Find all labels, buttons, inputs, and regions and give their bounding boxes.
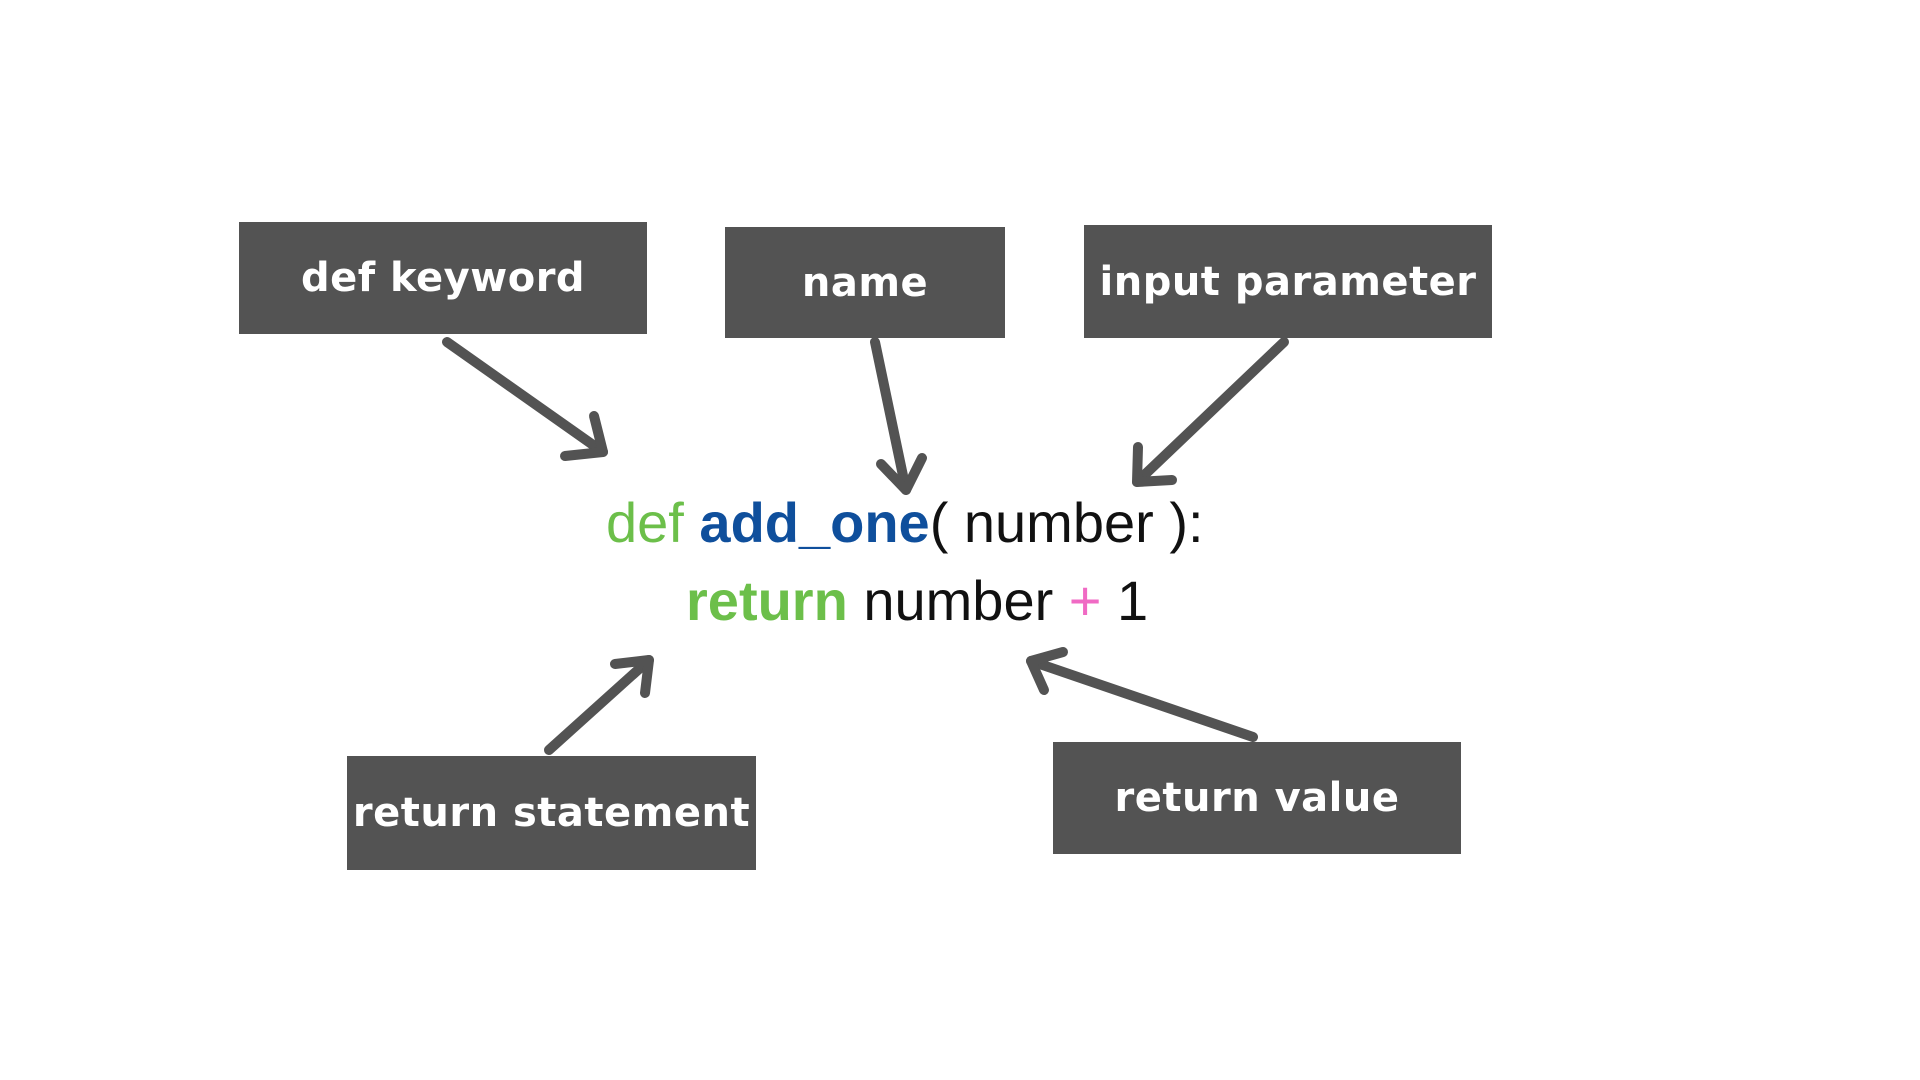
code-return-keyword: return — [686, 569, 848, 632]
code-space — [684, 491, 700, 554]
label-return-statement: return statement — [347, 756, 756, 870]
label-return-value: return value — [1053, 742, 1461, 854]
label-name: name — [725, 227, 1005, 338]
arrow-return-statement — [544, 655, 654, 755]
arrow-def-keyword — [442, 337, 608, 461]
arrow-name — [870, 337, 927, 495]
code-def-keyword: def — [606, 491, 684, 554]
code-line-return: return number + 1 — [686, 573, 1148, 629]
label-return-value-text: return value — [1114, 775, 1400, 821]
code-parameter-list: ( number ): — [929, 491, 1204, 554]
label-name-text: name — [801, 259, 929, 306]
label-def-keyword: def keyword — [239, 222, 647, 334]
label-return-statement-text: return statement — [352, 790, 751, 836]
label-input-parameter-text: input parameter — [1099, 258, 1477, 305]
code-plus-operator: + — [1068, 569, 1102, 632]
code-return-literal: 1 — [1101, 569, 1149, 632]
arrow-return-value — [1026, 647, 1258, 742]
code-function-name: add_one — [699, 491, 930, 554]
label-input-parameter: input parameter — [1084, 225, 1492, 338]
arrow-input-parameter — [1132, 337, 1289, 487]
code-return-operand: number — [847, 569, 1069, 632]
code-line-def: def add_one( number ): — [606, 495, 1204, 551]
label-def-keyword-text: def keyword — [300, 255, 586, 301]
